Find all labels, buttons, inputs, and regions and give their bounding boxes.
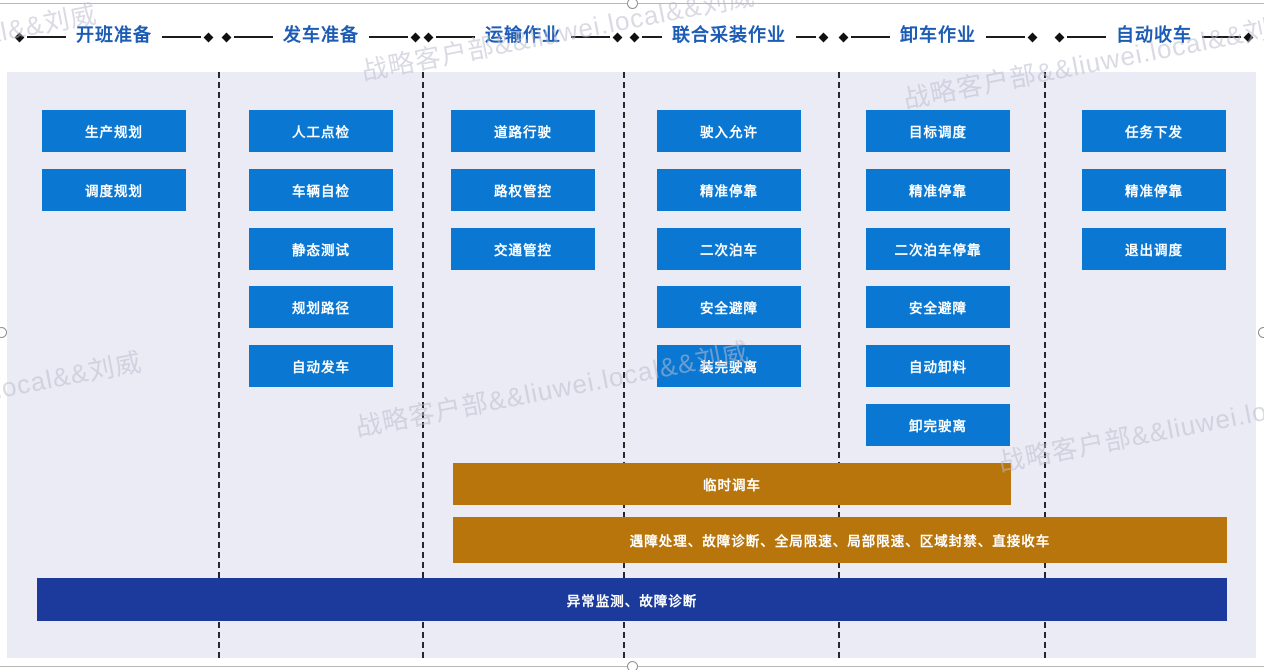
connector-line (1067, 36, 1106, 38)
stage-header-5: 卸车作业 (838, 12, 1038, 48)
column-separator (623, 72, 625, 658)
diamond-icon (838, 32, 849, 43)
diamond-icon (410, 32, 421, 43)
task-box[interactable]: 安全避障 (657, 286, 801, 328)
diamond-icon (203, 32, 214, 43)
diamond-icon (221, 32, 232, 43)
task-box[interactable]: 装完驶离 (657, 345, 801, 387)
task-box[interactable]: 二次泊车 (657, 228, 801, 270)
stage-title: 发车准备 (283, 25, 359, 45)
fault-handling-bar[interactable]: 遇障处理、故障诊断、全局限速、局部限速、区域封禁、直接收车 (453, 517, 1227, 563)
task-box[interactable]: 车辆自检 (249, 169, 393, 211)
task-box[interactable]: 生产规划 (42, 110, 186, 152)
selection-handle-bottom[interactable] (626, 660, 638, 670)
stage-title: 开班准备 (76, 25, 152, 45)
task-box[interactable]: 精准停靠 (866, 169, 1010, 211)
task-box[interactable]: 道路行驶 (451, 110, 595, 152)
diamond-icon (1054, 32, 1065, 43)
connector-line (369, 36, 408, 38)
connector-line (162, 36, 201, 38)
task-box[interactable]: 路权管控 (451, 169, 595, 211)
column-separator (422, 72, 424, 658)
task-box[interactable]: 安全避障 (866, 286, 1010, 328)
connector-line (851, 36, 890, 38)
stage-header-6: 自动收车 (1054, 12, 1254, 48)
task-box[interactable]: 规划路径 (249, 286, 393, 328)
anomaly-monitor-bar[interactable]: 异常监测、故障诊断 (37, 578, 1227, 621)
selection-handle-right[interactable] (1257, 326, 1264, 338)
task-box[interactable]: 精准停靠 (1082, 169, 1226, 211)
stage-title: 联合采装作业 (672, 25, 786, 45)
selection-handle-left[interactable] (0, 326, 7, 338)
connector-line (27, 36, 66, 38)
column-separator (1044, 72, 1046, 658)
task-box[interactable]: 驶入允许 (657, 110, 801, 152)
task-box[interactable]: 调度规划 (42, 169, 186, 211)
diamond-icon (1027, 32, 1038, 43)
task-box[interactable]: 目标调度 (866, 110, 1010, 152)
connector-line (571, 36, 610, 38)
stage-header-2: 发车准备 (221, 12, 421, 48)
diamond-icon (818, 32, 829, 43)
task-box[interactable]: 交通管控 (451, 228, 595, 270)
selection-handle-top[interactable] (626, 0, 638, 9)
diamond-icon (14, 32, 25, 43)
diamond-icon (629, 32, 640, 43)
task-box[interactable]: 静态测试 (249, 228, 393, 270)
diamond-icon (612, 32, 623, 43)
diamond-icon (1243, 32, 1254, 43)
task-box[interactable]: 精准停靠 (657, 169, 801, 211)
connector-line (1202, 36, 1241, 38)
stage-title: 卸车作业 (900, 25, 976, 45)
task-box[interactable]: 人工点检 (249, 110, 393, 152)
stage-title: 自动收车 (1116, 25, 1192, 45)
task-box[interactable]: 二次泊车停靠 (866, 228, 1010, 270)
stage-title: 运输作业 (485, 25, 561, 45)
stage-header-3: 运输作业 (423, 12, 623, 48)
connector-line (986, 36, 1025, 38)
connector-line (234, 36, 273, 38)
diagram-background (7, 72, 1256, 658)
task-box[interactable]: 自动发车 (249, 345, 393, 387)
column-separator (218, 72, 220, 658)
stage-header-1: 开班准备 (14, 12, 214, 48)
stage-header-4: 联合采装作业 (629, 12, 829, 48)
task-box[interactable]: 自动卸料 (866, 345, 1010, 387)
task-box[interactable]: 退出调度 (1082, 228, 1226, 270)
connector-line (796, 36, 816, 38)
task-box[interactable]: 卸完驶离 (866, 404, 1010, 446)
column-separator (838, 72, 840, 658)
temp-dispatch-bar[interactable]: 临时调车 (453, 463, 1011, 505)
connector-line (642, 36, 662, 38)
connector-line (436, 36, 475, 38)
task-box[interactable]: 任务下发 (1082, 110, 1226, 152)
diamond-icon (423, 32, 434, 43)
